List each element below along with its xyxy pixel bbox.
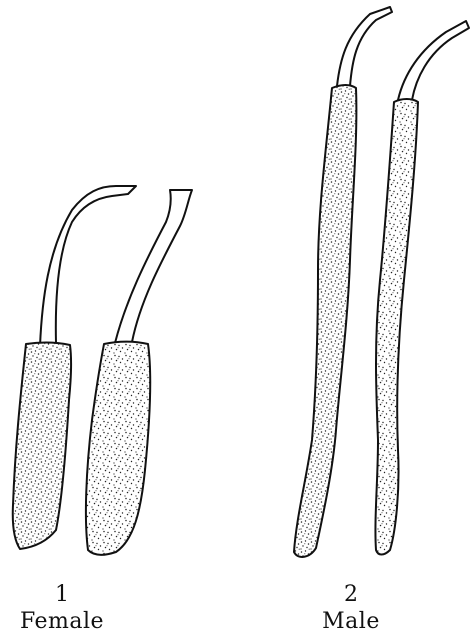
female-specimen-b bbox=[86, 190, 192, 555]
male-specimen-b bbox=[375, 21, 469, 555]
male-a-stalk bbox=[337, 7, 392, 86]
specimen-number-1: 1 bbox=[55, 582, 69, 607]
male-b-body bbox=[375, 99, 418, 555]
female-b-body bbox=[86, 342, 150, 555]
specimen-sex-male: Male bbox=[322, 609, 380, 634]
specimen-number-2: 2 bbox=[344, 582, 358, 607]
specimen-sex-female: Female bbox=[20, 609, 104, 634]
label-female-group: 1 Female bbox=[20, 582, 104, 634]
label-male-group: 2 Male bbox=[322, 582, 380, 634]
male-b-stalk bbox=[398, 21, 469, 100]
female-a-body bbox=[13, 343, 71, 549]
female-b-stalk bbox=[115, 190, 192, 343]
male-a-body bbox=[294, 85, 356, 557]
